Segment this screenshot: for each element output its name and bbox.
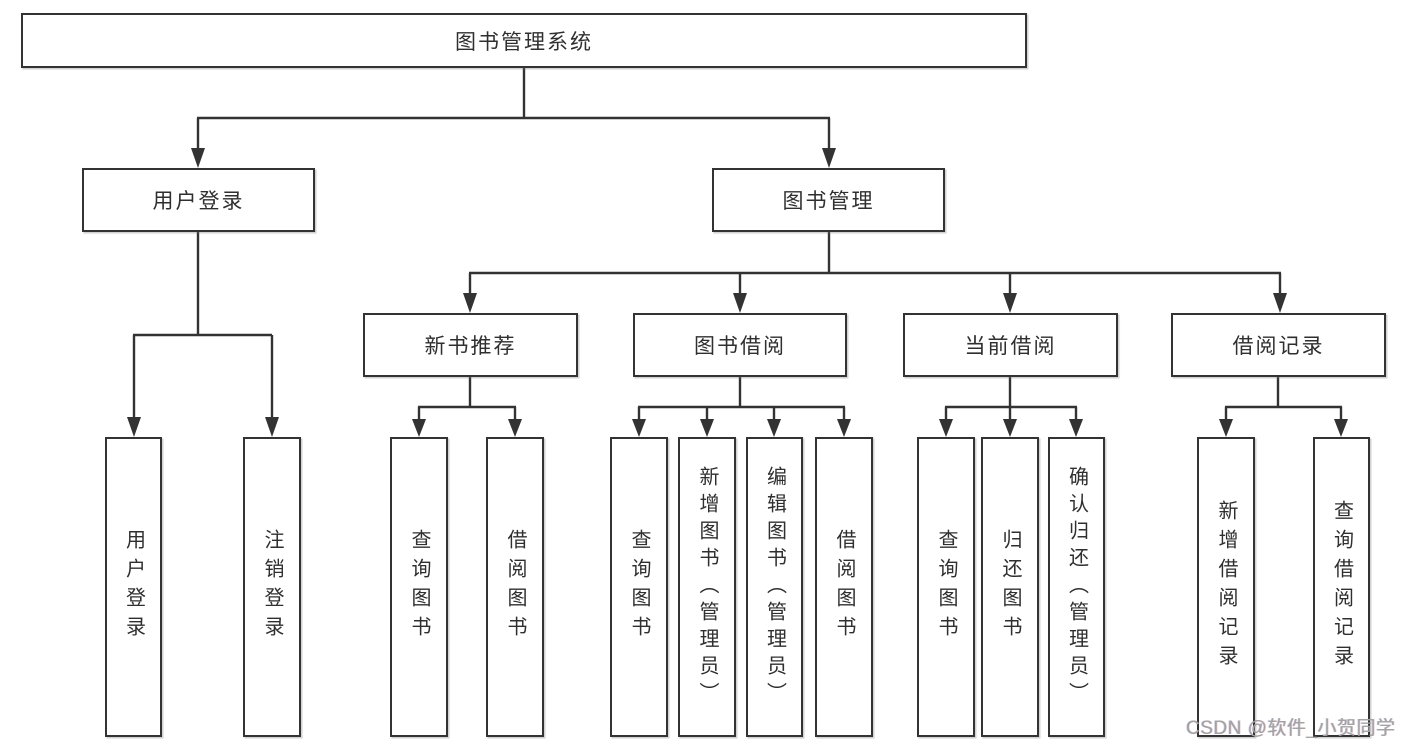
node-book-management: 图书管理 [712, 168, 945, 232]
leaf-logout: 注销登录 [243, 437, 301, 737]
leaf-confirm-return-admin: 确认归还（管理员） [1048, 437, 1105, 737]
leaf-add-book-admin: 新增图书（管理员） [678, 437, 736, 737]
leaf-edit-book-admin: 编辑图书（管理员） [746, 437, 803, 737]
leaf-user-login: 用户登录 [105, 437, 162, 737]
leaf-recommend-query-book-label: 查询图书 [408, 529, 430, 645]
leaf-user-login-label: 用户登录 [122, 529, 145, 645]
csdn-watermark: CSDN @软件_小贺同学 [1186, 718, 1396, 739]
node-book-management-label: 图书管理 [782, 190, 875, 213]
node-new-book-recommend: 新书推荐 [363, 313, 578, 377]
leaf-recommend-query-book: 查询图书 [390, 437, 448, 737]
node-new-book-recommend-label: 新书推荐 [424, 335, 517, 358]
node-root-system: 图书管理系统 [21, 13, 1027, 68]
leaf-query-borrow-record-label: 查询借阅记录 [1330, 500, 1353, 674]
leaf-borrowing-query-book: 查询图书 [610, 437, 668, 737]
node-borrowing-records: 借阅记录 [1171, 313, 1386, 377]
node-user-login-label: 用户登录 [152, 190, 245, 213]
leaf-recommend-borrow-book-label: 借阅图书 [504, 529, 526, 645]
leaf-return-book: 归还图书 [981, 437, 1039, 737]
leaf-borrowing-borrow-book-label: 借阅图书 [833, 529, 855, 645]
node-book-borrowing: 图书借阅 [633, 313, 847, 377]
leaf-borrowing-query-book-label: 查询图书 [628, 529, 650, 645]
leaf-edit-book-admin-label: 编辑图书（管理员） [763, 465, 786, 709]
node-book-borrowing-label: 图书借阅 [694, 335, 786, 358]
leaf-recommend-borrow-book: 借阅图书 [486, 437, 544, 737]
node-user-login: 用户登录 [82, 168, 315, 232]
leaf-add-borrow-record: 新增借阅记录 [1197, 437, 1255, 737]
leaf-borrowing-borrow-book: 借阅图书 [815, 437, 873, 737]
leaf-query-borrow-record: 查询借阅记录 [1313, 437, 1370, 737]
leaf-current-query-book: 查询图书 [917, 437, 975, 737]
node-current-borrowing: 当前借阅 [903, 313, 1118, 377]
leaf-logout-label: 注销登录 [261, 529, 283, 645]
leaf-confirm-return-admin-label: 确认归还（管理员） [1065, 465, 1088, 709]
node-borrowing-records-label: 借阅记录 [1232, 335, 1325, 358]
leaf-current-query-book-label: 查询图书 [935, 529, 957, 645]
node-root-label: 图书管理系统 [455, 30, 593, 54]
node-current-borrowing-label: 当前借阅 [964, 335, 1057, 358]
leaf-add-book-admin-label: 新增图书（管理员） [696, 465, 718, 709]
leaf-return-book-label: 归还图书 [999, 529, 1021, 645]
leaf-add-borrow-record-label: 新增借阅记录 [1215, 500, 1237, 674]
